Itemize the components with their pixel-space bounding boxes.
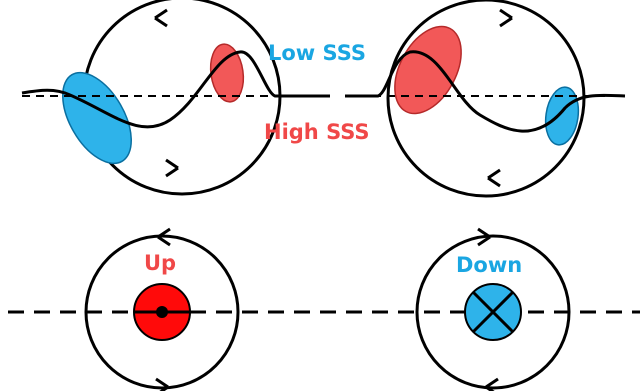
up-label: Up xyxy=(144,251,176,275)
down-label: Down xyxy=(456,253,522,277)
arrow-right-icon xyxy=(477,227,491,247)
up-eddy: Up xyxy=(84,227,240,391)
arrow-left-icon xyxy=(157,227,171,247)
arrow-right-icon xyxy=(499,8,513,28)
isopycnal-curve xyxy=(21,50,330,129)
arrow-left-icon xyxy=(487,168,501,188)
top-right-eddy xyxy=(345,0,626,198)
cross-stroke-b xyxy=(471,290,515,334)
low-sss-label: Low SSS xyxy=(268,41,366,65)
down-eddy: Down xyxy=(415,227,571,391)
arrow-left-icon xyxy=(154,8,168,28)
arrow-right-icon xyxy=(155,377,169,391)
high-sss-patch xyxy=(394,25,462,115)
down-eddy-circle xyxy=(415,234,571,390)
low-sss-patch xyxy=(62,71,132,165)
low-sss-patch xyxy=(544,86,580,146)
arrow-left-icon xyxy=(485,377,499,391)
isopycnal-curve xyxy=(345,50,626,133)
arrow-right-icon xyxy=(165,158,179,178)
high-sss-label: High SSS xyxy=(264,120,370,144)
top-left-eddy xyxy=(21,0,330,196)
